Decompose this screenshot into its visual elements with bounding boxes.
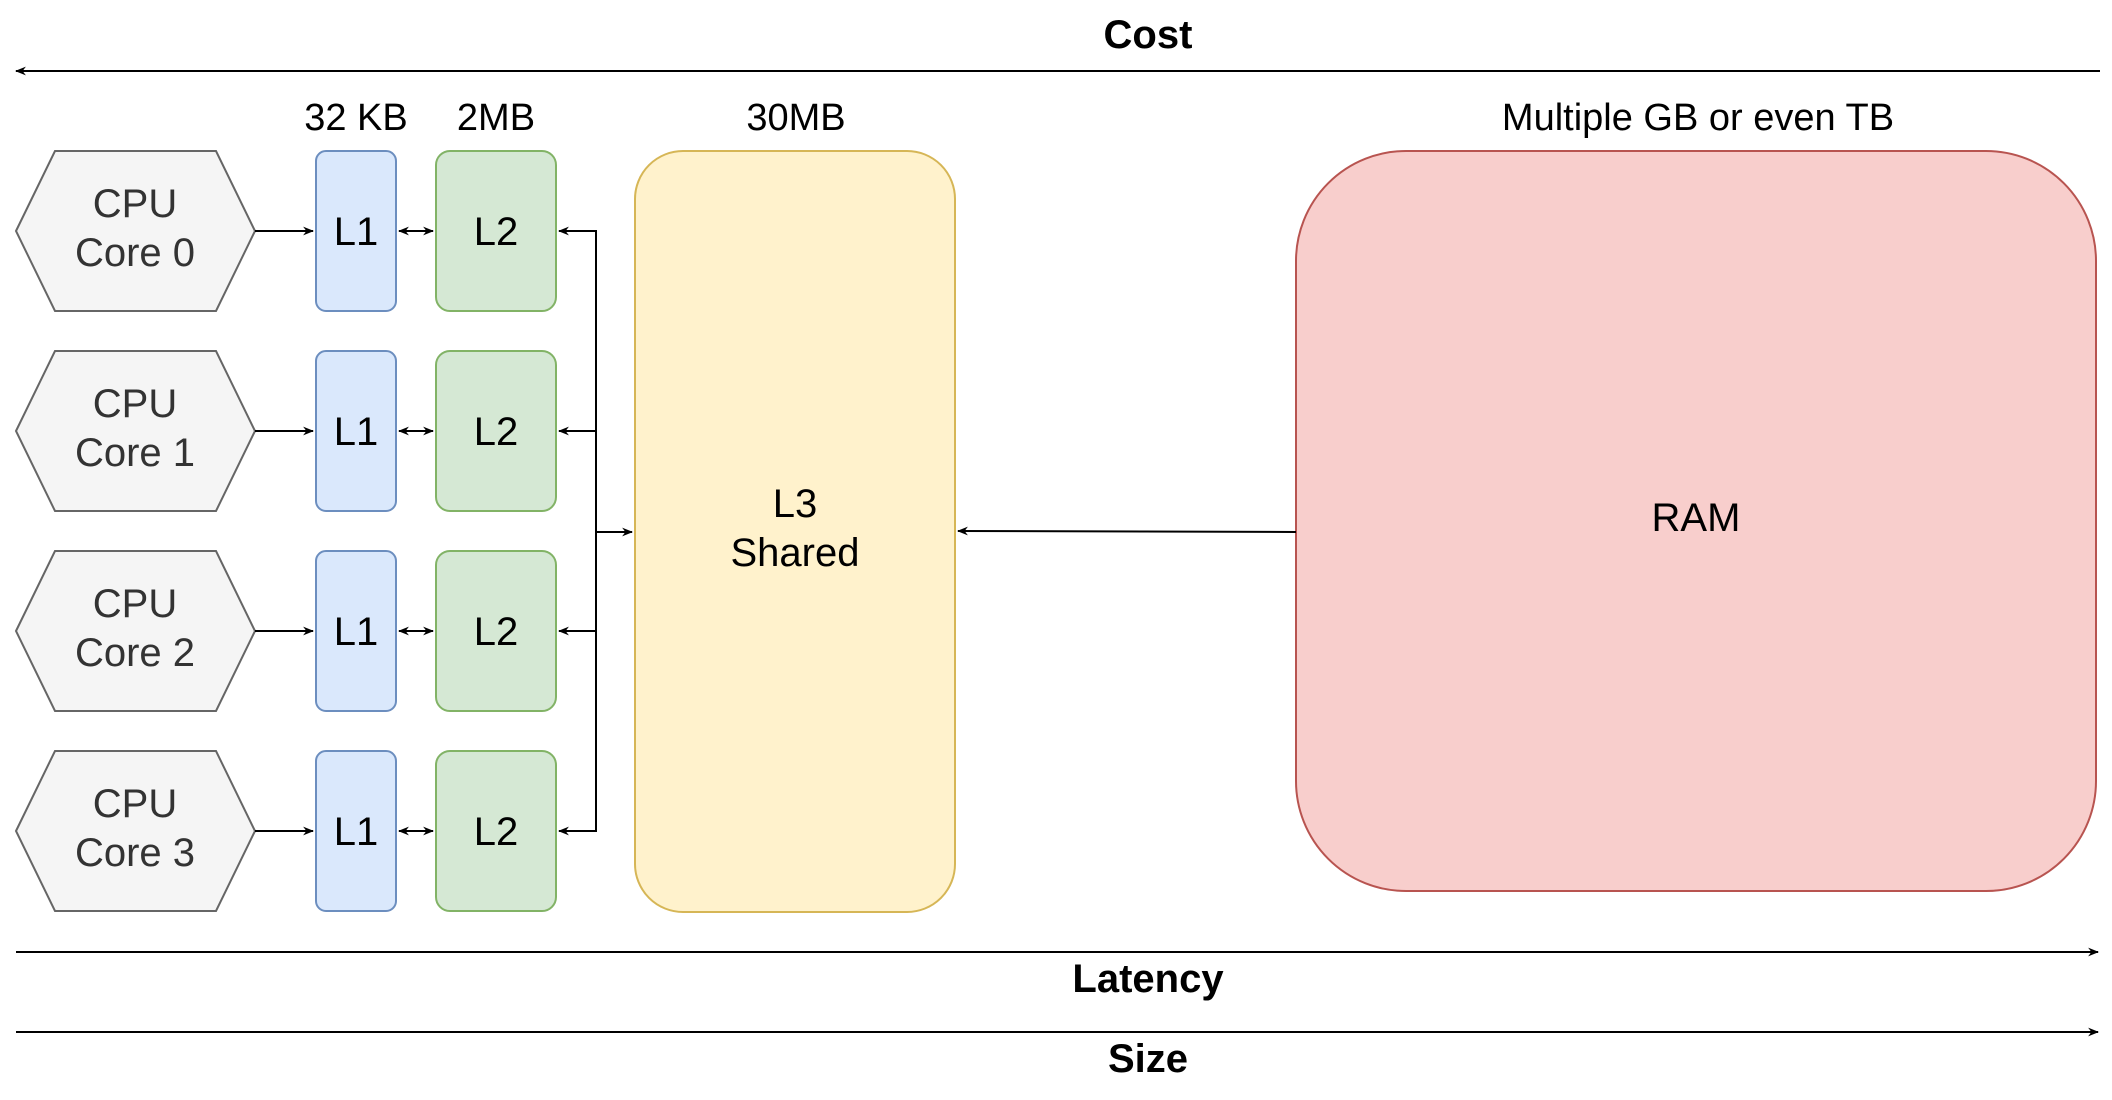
l2-label: L2 xyxy=(474,210,519,254)
core-row-2: CPU Core 2 L1 L2 xyxy=(14,550,596,712)
l2-label: L2 xyxy=(474,810,519,854)
l1-label: L1 xyxy=(334,410,379,454)
core-number-label: Core 1 xyxy=(75,431,195,475)
core-row-3: CPU Core 3 L1 L2 xyxy=(14,750,596,912)
l2-cache-box xyxy=(435,750,557,912)
l1-label: L1 xyxy=(334,810,379,854)
latency-axis-label: Latency xyxy=(1072,957,1224,1001)
l2-cache-box xyxy=(435,150,557,312)
l2-size-label: 2MB xyxy=(457,97,535,139)
l2-cache-box xyxy=(435,550,557,712)
l3-label: L3 xyxy=(773,482,818,526)
l1-cache-box xyxy=(315,550,397,712)
cpu-label: CPU xyxy=(93,182,177,226)
l1-cache-box xyxy=(315,150,397,312)
l1-label: L1 xyxy=(334,610,379,654)
l1-size-label: 32 KB xyxy=(304,97,408,139)
cpu-label: CPU xyxy=(93,782,177,826)
cost-axis-label: Cost xyxy=(1104,13,1193,57)
l1-cache-box xyxy=(315,350,397,512)
l2-l3-bus xyxy=(595,230,634,832)
cpu-label: CPU xyxy=(93,582,177,626)
l1-label: L1 xyxy=(334,210,379,254)
core-number-label: Core 2 xyxy=(75,631,195,675)
l1-cache-box xyxy=(315,750,397,912)
l3-shared-label: Shared xyxy=(731,531,860,575)
l2-cache-box xyxy=(435,350,557,512)
core-number-label: Core 0 xyxy=(75,231,195,275)
cpu-label: CPU xyxy=(93,382,177,426)
l2-label: L2 xyxy=(474,410,519,454)
ram-size-label: Multiple GB or even TB xyxy=(1502,97,1894,139)
ram-to-l3-arrow xyxy=(956,526,1297,536)
core-row-1: CPU Core 1 L1 L2 xyxy=(14,350,596,512)
l3-size-label: 30MB xyxy=(746,97,845,139)
ram-block: RAM xyxy=(1295,150,2097,892)
core-number-label: Core 3 xyxy=(75,831,195,875)
core-row-0: CPU Core 0 L1 L2 xyxy=(14,150,596,312)
l2-label: L2 xyxy=(474,610,519,654)
size-axis-label: Size xyxy=(1108,1037,1188,1081)
l3-shared-cache: L3 Shared xyxy=(634,150,956,913)
ram-label: RAM xyxy=(1652,496,1741,540)
